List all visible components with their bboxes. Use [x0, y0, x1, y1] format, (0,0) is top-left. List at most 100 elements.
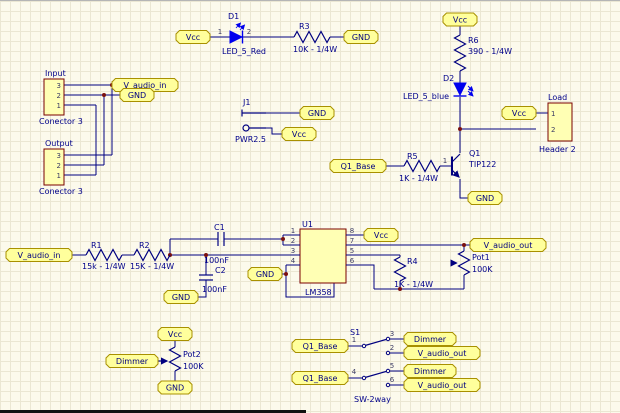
value: 100nF	[202, 285, 227, 294]
net-label: Vcc	[168, 330, 182, 339]
net-label: Vcc	[374, 231, 388, 240]
pin-number: 6	[390, 376, 395, 384]
pin-number: 3	[390, 330, 394, 338]
component-r1[interactable]: R1 15k - 1/4W	[82, 241, 126, 271]
wires-top[interactable]	[210, 26, 548, 199]
pin-number: 1	[57, 172, 61, 180]
net-flag-shape	[403, 332, 457, 346]
component-load-header[interactable]: Load Header 2 1 2	[539, 93, 576, 154]
resistor-zigzag	[453, 34, 467, 72]
transistor-collector	[451, 153, 461, 163]
net-label: GND	[166, 384, 184, 393]
component-output-connector[interactable]: Output Conector 3 3 2 1	[39, 139, 83, 196]
power-port-gnd[interactable]: GND	[343, 30, 379, 44]
led-triangle	[229, 30, 244, 44]
resistor-zigzag	[85, 248, 123, 262]
wires-connectors[interactable]	[64, 84, 300, 176]
value: 1K - 1/4W	[399, 174, 438, 183]
component-pot2[interactable]: Pot2 100K	[158, 346, 204, 372]
net-flag-dimmer[interactable]: Dimmer	[105, 354, 159, 368]
junction-dot	[398, 287, 402, 291]
component-j1[interactable]: J1 PWR2.5	[235, 98, 266, 144]
switch-contact	[385, 336, 391, 342]
net-flag-shape	[247, 267, 283, 281]
net-flag-v-audio-out[interactable]: V_audio_out	[403, 378, 481, 392]
component-r6[interactable]: R6 390 - 1/4W	[453, 34, 513, 72]
component-r2[interactable]: R2 15K - 1/4W	[130, 241, 174, 271]
designator: Pot1	[472, 253, 490, 262]
net-flag-dimmer[interactable]: Dimmer	[403, 332, 457, 346]
value: Conector 3	[39, 117, 83, 126]
net-label: Vcc	[186, 33, 200, 42]
component-r3[interactable]: R3 10K - 1/4W	[293, 22, 337, 54]
resistor-zigzag	[393, 256, 407, 282]
designator: U1	[302, 220, 313, 229]
net-label: V_audio_in	[124, 81, 167, 90]
component-s1[interactable]: S1 SW-2way 1 2 3 4 5 6	[350, 328, 395, 404]
component-d1[interactable]: D1 LED_5_Red 1 2	[218, 12, 266, 56]
designator: D2	[443, 74, 454, 83]
net-flag-dimmer[interactable]: Dimmer	[403, 364, 457, 378]
power-port-vcc[interactable]: Vcc	[281, 127, 317, 141]
net-flag-v-audio-out[interactable]: V_audio_out	[469, 238, 547, 252]
designator: R6	[468, 36, 479, 45]
net-flag-shape	[403, 364, 457, 378]
power-port-gnd[interactable]: GND	[157, 380, 193, 395]
led-emission-arrow	[239, 24, 246, 31]
junction-dot	[102, 93, 106, 97]
component-r4[interactable]: R4 1K - 1/4W	[393, 256, 433, 289]
pin-number: 2	[57, 92, 61, 100]
value: LED_5_blue	[403, 92, 449, 101]
component-r5[interactable]: R5 1K - 1/4W 1	[399, 152, 447, 183]
net-flag-v-audio-in[interactable]: V_audio_in	[5, 248, 73, 262]
net-flag-v-audio-out[interactable]: V_audio_out	[403, 346, 481, 360]
potentiometer-zigzag	[457, 250, 471, 276]
junction-dot	[281, 237, 285, 241]
component-c1[interactable]: C1 100nF	[204, 223, 229, 265]
component-c2[interactable]: C2 100nF	[199, 266, 227, 294]
pin-number: 3	[291, 247, 295, 255]
power-port-gnd[interactable]: GND	[163, 290, 199, 304]
net-label: GND	[352, 33, 370, 42]
designator: R5	[407, 152, 418, 161]
net-flag-q1-base[interactable]: Q1_Base	[291, 371, 349, 385]
power-port-gnd[interactable]: GND	[299, 106, 335, 120]
connector-body	[43, 78, 65, 116]
power-port-gnd[interactable]: GND	[247, 267, 283, 281]
pin-number: 1	[57, 102, 61, 110]
pin-number: 4	[352, 368, 357, 376]
component-u1[interactable]: U1 LM358 1 2 3 4 8 7 5 6	[288, 220, 358, 297]
pin-number: 6	[350, 257, 355, 265]
net-flag-q1-base[interactable]: Q1_Base	[329, 159, 387, 173]
designator: C1	[214, 223, 225, 232]
wire-segment	[174, 338, 404, 386]
power-port-vcc[interactable]: Vcc	[157, 327, 193, 341]
switch-contact	[385, 382, 391, 388]
component-input-connector[interactable]: Input Conector 3 3 2 1	[39, 69, 83, 126]
power-port-gnd[interactable]: GND	[119, 88, 155, 102]
resistor-zigzag	[133, 248, 171, 262]
net-label: GND	[172, 293, 190, 302]
net-label: Vcc	[512, 109, 526, 118]
power-port-vcc[interactable]: Vcc	[363, 228, 399, 242]
designator: Pot2	[183, 350, 201, 359]
power-port-gnd[interactable]: GND	[467, 191, 503, 205]
net-label: V_audio_out	[418, 381, 467, 390]
component-q1[interactable]: Q1 TIP122	[451, 149, 496, 178]
power-port-vcc[interactable]: Vcc	[442, 12, 478, 27]
component-d2[interactable]: D2 LED_5_blue	[403, 74, 474, 101]
net-flag-shape	[363, 228, 399, 242]
net-flag-q1-base[interactable]: Q1_Base	[291, 339, 349, 353]
pin-number: 5	[350, 247, 354, 255]
connector-body	[43, 148, 65, 186]
power-port-vcc[interactable]: Vcc	[175, 30, 211, 44]
value: PWR2.5	[235, 135, 266, 144]
pin-number: 8	[350, 227, 354, 235]
pin-number: 2	[247, 28, 251, 36]
net-flag-shape	[467, 191, 503, 205]
net-flag-shape	[157, 327, 193, 341]
wires-bottom[interactable]	[174, 338, 404, 386]
power-port-vcc[interactable]: Vcc	[501, 106, 537, 120]
component-pot1[interactable]: Pot1 100K	[450, 250, 493, 276]
